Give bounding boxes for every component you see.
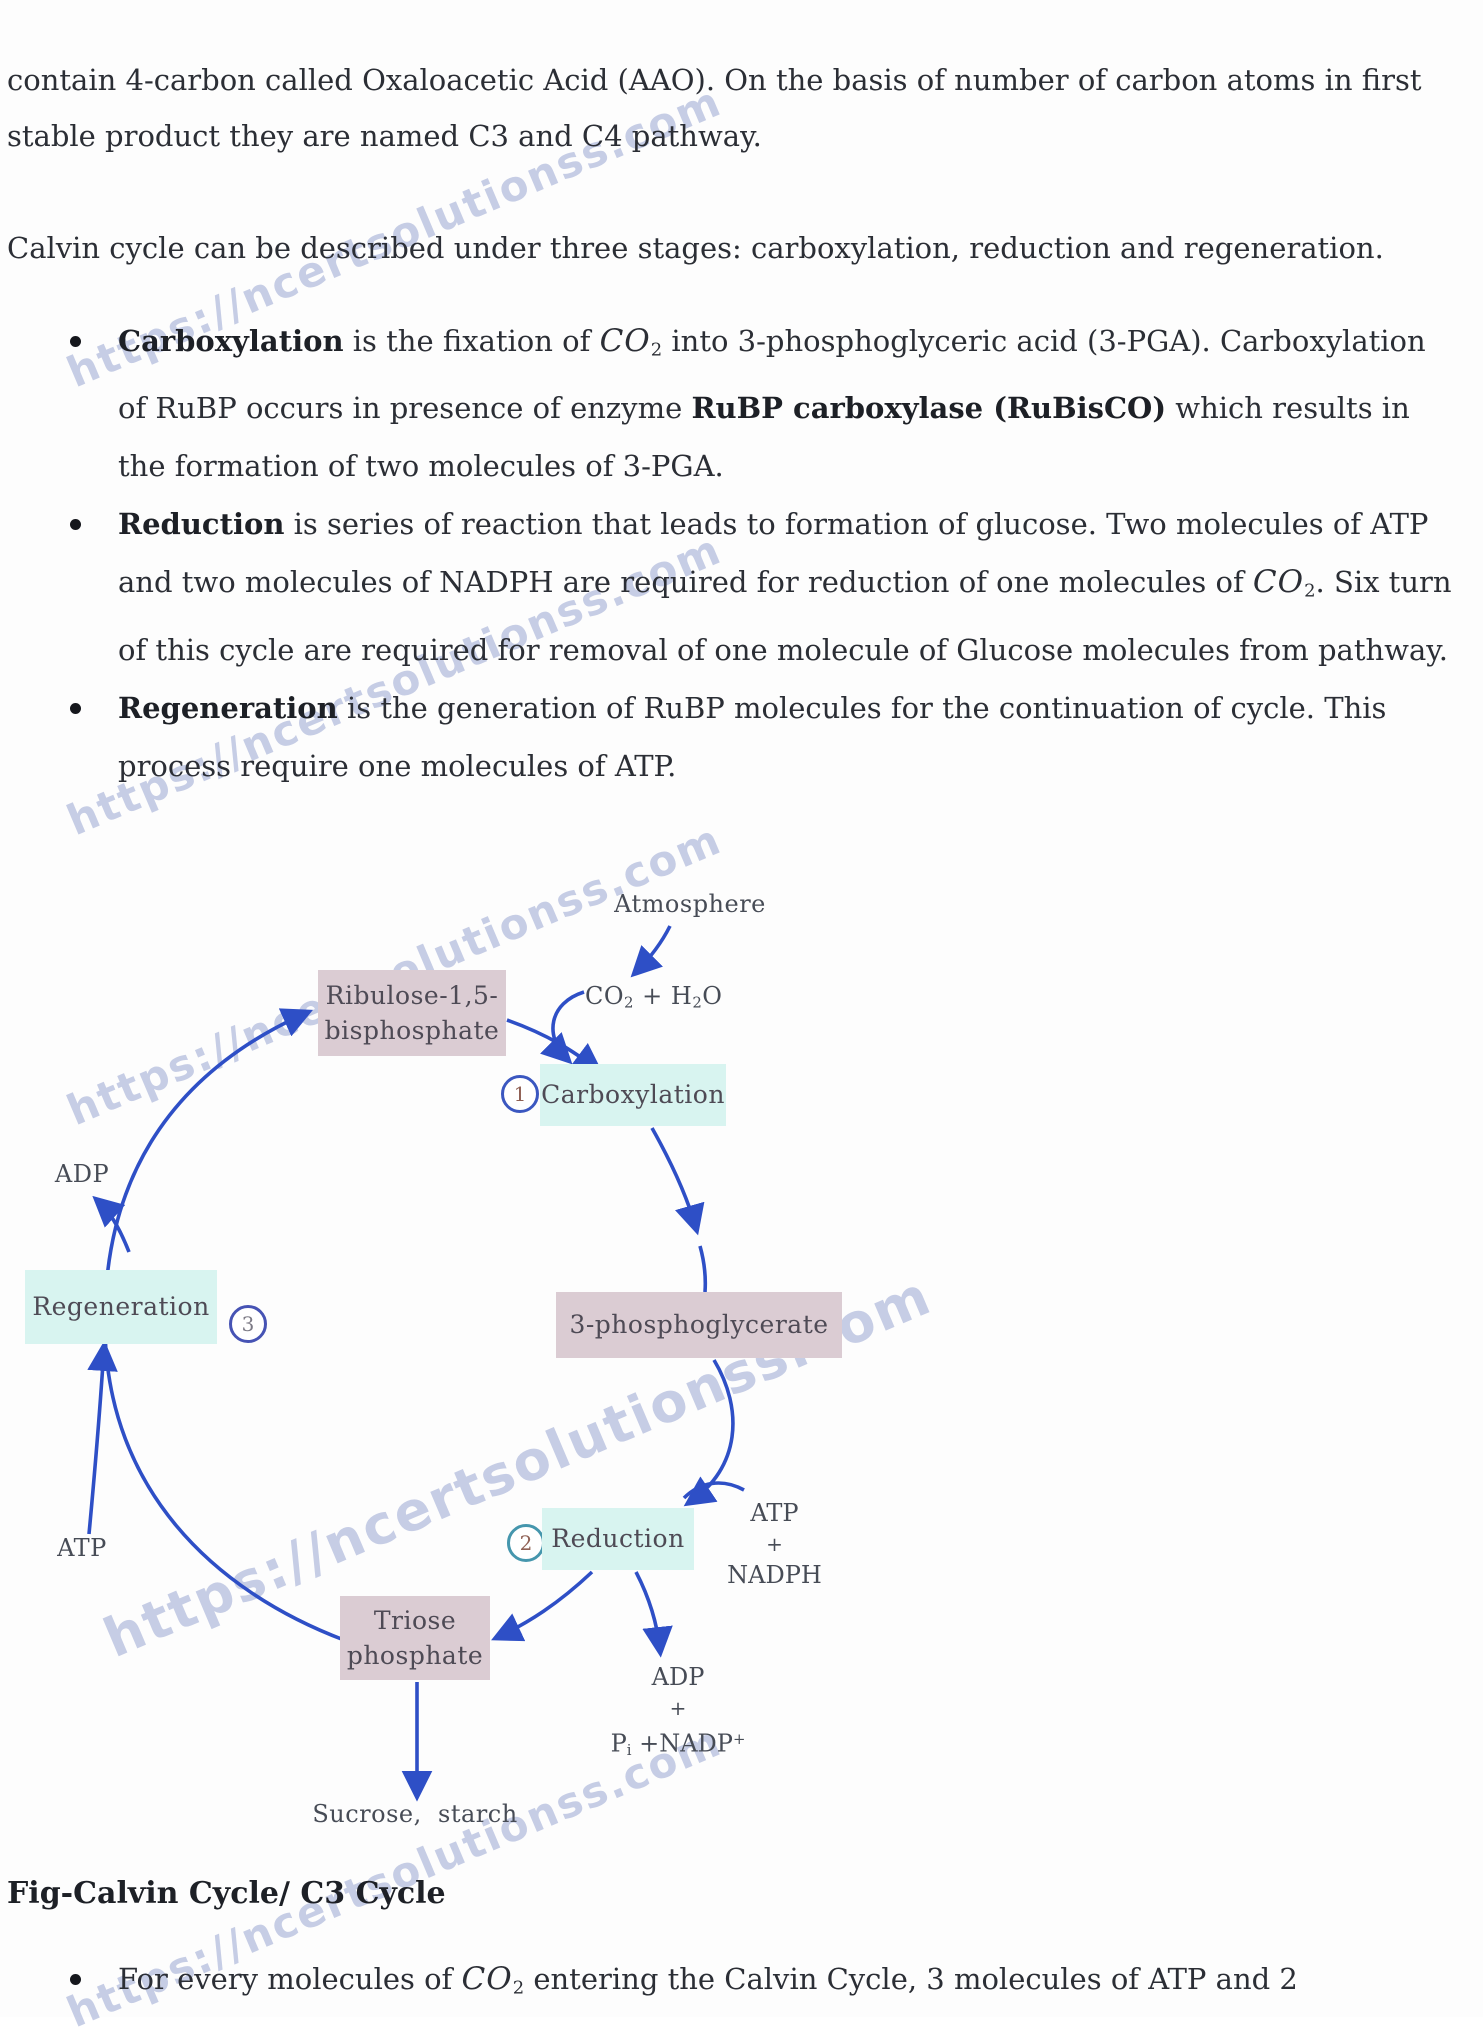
list-item-reduction: Reduction is series of reaction that lea… bbox=[68, 495, 1453, 678]
list-item-regeneration: Regeneration is the generation of RuBP m… bbox=[68, 679, 1453, 795]
bullet-text: entering the Calvin Cycle, 3 molecules o… bbox=[524, 1962, 1298, 1996]
bullet-text: into 3-phosphoglyceric acid (3-PGA). Car… bbox=[118, 324, 1426, 426]
arrow-reduction-to-triose bbox=[491, 1570, 594, 1642]
bullet-lead: Reduction bbox=[118, 507, 285, 542]
h2o-subscript: 2 bbox=[692, 993, 703, 1012]
nadp-text: +NADP bbox=[631, 1729, 733, 1758]
bullet-dot bbox=[70, 702, 81, 714]
triose-box: Triose phosphate bbox=[340, 1596, 490, 1680]
bullet-text: is the fixation of bbox=[343, 324, 600, 358]
bullet-text: which results in the formation of two mo… bbox=[118, 391, 1410, 484]
atp-nadph-stack: ATP + NADPH bbox=[702, 1498, 847, 1591]
plus-sign: + bbox=[766, 1532, 783, 1556]
carboxylation-box: Carboxylation bbox=[540, 1064, 726, 1126]
arrow-atmosphere-to-co2 bbox=[630, 925, 672, 978]
bullet-text: . Six turn of this cycle are required fo… bbox=[118, 565, 1452, 667]
calvin-cycle-diagram: Atmosphere CO2 + H2O Ribulose-1,5- bisph… bbox=[0, 862, 920, 1902]
math-subscript: 2 bbox=[1304, 580, 1316, 602]
regeneration-box: Regeneration bbox=[25, 1270, 217, 1344]
stage-list: Carboxylation is the fixation of CO2 int… bbox=[68, 312, 1453, 795]
label-atmosphere: Atmosphere bbox=[614, 890, 766, 918]
list-item-co2-atp: For every molecules of CO2 entering the … bbox=[68, 1950, 1468, 2017]
arc-into-pga bbox=[698, 1245, 708, 1293]
math-co2: CO bbox=[599, 323, 651, 359]
step3-circle: 3 bbox=[229, 1305, 267, 1343]
bullet-dot bbox=[70, 1974, 81, 1985]
bullet-text: For every molecules of bbox=[118, 1962, 462, 1996]
arrow-co2-to-carboxylation bbox=[539, 990, 585, 1065]
plus-sign: + bbox=[669, 1696, 687, 1720]
label-atp-left: ATP bbox=[57, 1534, 107, 1562]
step2-circle: 2 bbox=[507, 1524, 545, 1562]
bullet-text: is the generation of RuBP molecules for … bbox=[118, 690, 1387, 783]
arc-atp-nadph-input bbox=[682, 1481, 745, 1500]
paragraph-stages: Calvin cycle can be described under thre… bbox=[7, 231, 1384, 265]
nadp-superscript: + bbox=[732, 1730, 746, 1748]
label-sucrose-starch: Sucrose, starch bbox=[312, 1800, 518, 1828]
h2o-text2: O bbox=[702, 982, 723, 1010]
bullet-bold: RuBP carboxylase (RuBisCO) bbox=[691, 391, 1167, 426]
adp-pi-nadp-stack: ADP + Pi +NADP+ bbox=[598, 1662, 758, 1766]
arrow-carboxylation-to-pga bbox=[650, 1127, 705, 1236]
figure-caption: Fig-Calvin Cycle/ C3 Cycle bbox=[7, 1876, 446, 1911]
co2-text: CO bbox=[585, 982, 625, 1010]
label-pi-nadp: Pi +NADP+ bbox=[598, 1724, 758, 1766]
bullet-lead: Regeneration bbox=[118, 690, 338, 725]
list-item-carboxylation: Carboxylation is the fixation of CO2 int… bbox=[68, 312, 1453, 495]
math-subscript: 2 bbox=[650, 339, 663, 361]
arrow-pga-to-reduction bbox=[683, 1359, 735, 1507]
bullet-text: is series of reaction that leads to form… bbox=[118, 507, 1429, 600]
step1-circle: 1 bbox=[501, 1075, 539, 1113]
label-co2-h2o: CO2 + H2O bbox=[585, 982, 755, 1012]
arrow-rubp-to-carboxylation bbox=[506, 1018, 604, 1074]
arrow-reduction-to-adp-out bbox=[634, 1571, 673, 1658]
rubp-line1: Ribulose-1,5- bbox=[325, 981, 499, 1010]
reduction-box: Reduction bbox=[542, 1508, 694, 1570]
triose-line1: Triose bbox=[373, 1606, 457, 1635]
label-adp-left: ADP bbox=[54, 1160, 110, 1188]
h2o-text: + H bbox=[634, 982, 693, 1010]
pga-box: 3-phosphoglycerate bbox=[556, 1292, 842, 1358]
math-subscript: 2 bbox=[512, 1977, 525, 1999]
label-nadph: NADPH bbox=[727, 1561, 822, 1589]
rubp-line2: bisphosphate bbox=[324, 1016, 500, 1045]
arrow-atp-left-in bbox=[87, 1340, 118, 1535]
bullet-dot bbox=[70, 336, 81, 347]
label-atp-right: ATP bbox=[750, 1499, 799, 1527]
bullet-lead: Carboxylation bbox=[118, 324, 344, 358]
pi-text: P bbox=[610, 1729, 627, 1758]
label-adp-out: ADP bbox=[651, 1663, 705, 1691]
bullet-dot bbox=[70, 519, 81, 531]
co2-subscript: 2 bbox=[624, 993, 635, 1012]
final-bullet-container: For every molecules of CO2 entering the … bbox=[68, 1950, 1468, 2017]
math-co2: CO bbox=[1252, 564, 1305, 601]
triose-line2: phosphate bbox=[346, 1641, 484, 1670]
arrow-to-adp-left bbox=[92, 1195, 131, 1253]
paragraph-intro: contain 4-carbon called Oxaloacetic Acid… bbox=[7, 63, 1422, 153]
pi-subscript: i bbox=[626, 1741, 632, 1760]
math-co2: CO bbox=[461, 1961, 513, 1997]
rubp-box: Ribulose-1,5- bisphosphate bbox=[318, 970, 506, 1056]
